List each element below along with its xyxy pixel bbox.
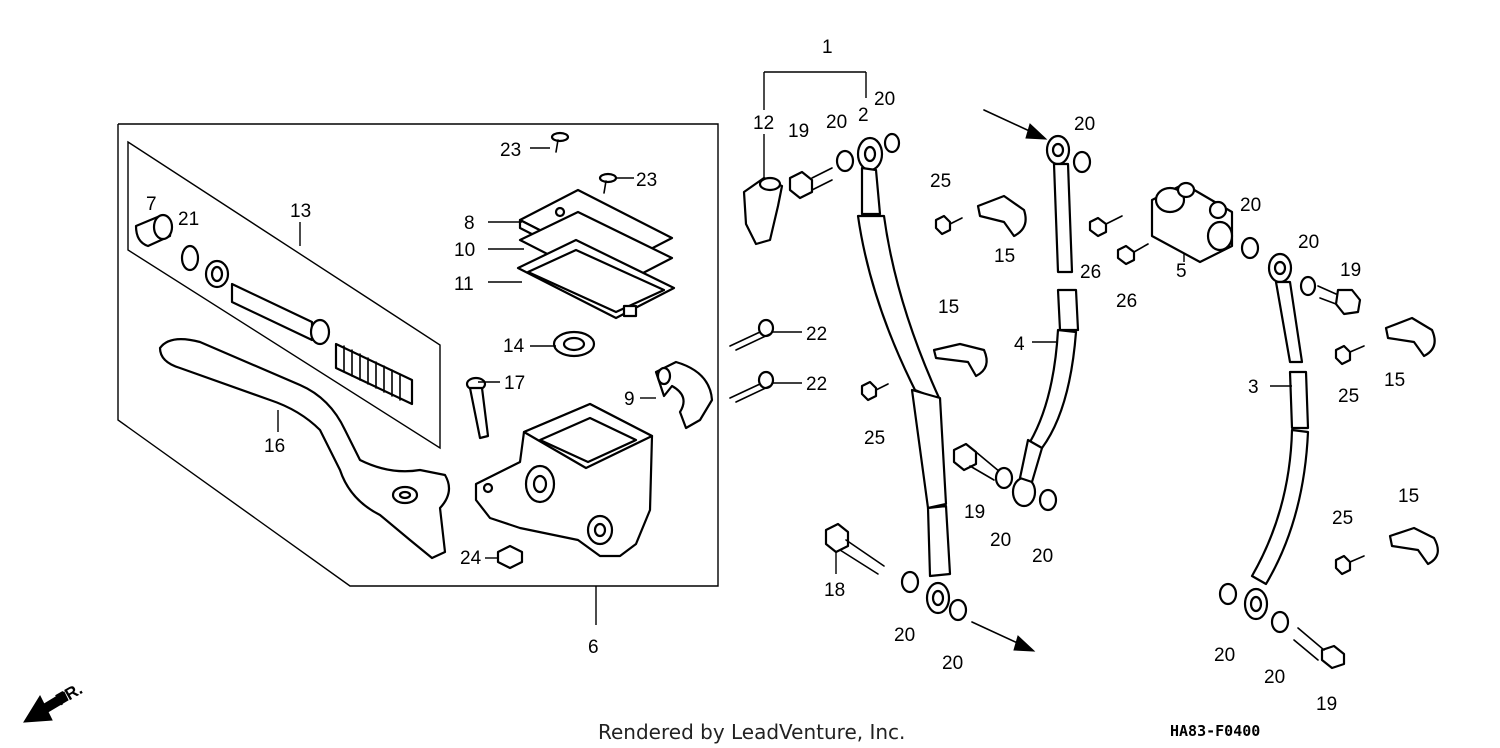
three-way-joint bbox=[1150, 181, 1234, 264]
callout-7: 7 bbox=[146, 194, 157, 215]
callout-20h: 20 bbox=[894, 625, 915, 646]
callout-20d: 20 bbox=[1240, 195, 1261, 216]
callout-2: 2 bbox=[858, 105, 869, 126]
callout-14: 14 bbox=[503, 336, 525, 357]
callout-8: 8 bbox=[464, 213, 475, 234]
piston-boot bbox=[134, 213, 174, 248]
callout-24: 24 bbox=[460, 548, 482, 569]
cap-screw-a bbox=[550, 131, 570, 153]
callout-26b: 26 bbox=[1116, 291, 1137, 312]
hose-4 bbox=[1011, 134, 1080, 508]
callout-25c: 25 bbox=[1338, 386, 1359, 407]
callout-15d: 15 bbox=[1398, 486, 1419, 507]
callout-19b: 19 bbox=[964, 502, 985, 523]
callout-25b: 25 bbox=[864, 428, 885, 449]
leader-lines bbox=[277, 71, 1292, 574]
callout-20a: 20 bbox=[826, 112, 847, 133]
front-arrow-icon: FR. bbox=[23, 679, 86, 723]
callout-15c: 15 bbox=[1384, 370, 1405, 391]
bolt-18 bbox=[824, 522, 885, 575]
banjo-bolt-d bbox=[1293, 627, 1346, 670]
callout-19a: 19 bbox=[788, 121, 809, 142]
callout-20g: 20 bbox=[1032, 546, 1053, 567]
callout-labels: 1 2 3 4 5 6 7 8 9 10 11 12 13 14 15 15 1… bbox=[146, 37, 1419, 715]
callout-20i: 20 bbox=[942, 653, 963, 674]
callout-19c: 19 bbox=[1340, 260, 1361, 281]
pivot-bolt bbox=[465, 376, 490, 440]
callout-23b: 23 bbox=[636, 170, 657, 191]
callout-20j: 20 bbox=[1214, 645, 1235, 666]
hose-3 bbox=[1243, 252, 1310, 621]
hose-2 bbox=[856, 136, 952, 615]
callout-15b: 15 bbox=[938, 297, 959, 318]
brake-lever bbox=[158, 337, 451, 560]
piston-set bbox=[230, 282, 414, 406]
callout-26a: 26 bbox=[1080, 262, 1101, 283]
callout-15a: 15 bbox=[994, 246, 1015, 267]
callout-12: 12 bbox=[753, 113, 774, 134]
hose-joint-12 bbox=[742, 176, 784, 246]
callout-25a: 25 bbox=[930, 171, 951, 192]
clamp-bolts bbox=[860, 214, 1365, 576]
callout-16: 16 bbox=[264, 436, 285, 457]
callout-20b: 20 bbox=[874, 89, 895, 110]
callout-6: 6 bbox=[588, 637, 599, 658]
hose-clamps bbox=[932, 194, 1439, 566]
banjo-bolt-c bbox=[1317, 285, 1362, 316]
diaphragm bbox=[516, 238, 676, 320]
washer-ring bbox=[204, 259, 230, 289]
callout-17: 17 bbox=[504, 373, 525, 394]
callout-1: 1 bbox=[822, 37, 833, 58]
render-credit: Rendered by LeadVenture, Inc. bbox=[598, 720, 905, 744]
callout-10: 10 bbox=[454, 240, 475, 261]
banjo-bolt-a bbox=[788, 167, 833, 200]
callout-21: 21 bbox=[178, 209, 199, 230]
cap-screw-b bbox=[598, 172, 618, 194]
callout-9: 9 bbox=[624, 389, 635, 410]
callout-23a: 23 bbox=[500, 140, 521, 161]
circlip bbox=[180, 244, 200, 272]
callout-18: 18 bbox=[824, 580, 845, 601]
callout-20k: 20 bbox=[1264, 667, 1285, 688]
lever-nut bbox=[496, 544, 524, 570]
callout-4: 4 bbox=[1014, 334, 1025, 355]
callout-22b: 22 bbox=[806, 374, 827, 395]
callout-11: 11 bbox=[454, 274, 474, 295]
callout-5: 5 bbox=[1176, 261, 1187, 282]
callout-20c: 20 bbox=[1074, 114, 1095, 135]
diagram-code: HA83-F0400 bbox=[1170, 722, 1260, 740]
holder-clamp bbox=[654, 360, 714, 430]
holder-bolt-b bbox=[729, 370, 775, 403]
callout-22a: 22 bbox=[806, 324, 827, 345]
assembly-frame bbox=[117, 123, 719, 625]
callout-13: 13 bbox=[290, 201, 311, 222]
sealing-washers bbox=[835, 132, 1317, 634]
callout-20f: 20 bbox=[990, 530, 1011, 551]
holder-bolt-a bbox=[729, 318, 775, 351]
master-cylinder-body bbox=[474, 402, 654, 558]
callout-20e: 20 bbox=[1298, 232, 1319, 253]
callout-25d: 25 bbox=[1332, 508, 1353, 529]
callout-19d: 19 bbox=[1316, 694, 1337, 715]
banjo-bolt-b bbox=[952, 442, 1001, 481]
direction-arrows bbox=[971, 109, 1048, 652]
sight-glass bbox=[552, 330, 596, 358]
callout-3: 3 bbox=[1248, 377, 1259, 398]
